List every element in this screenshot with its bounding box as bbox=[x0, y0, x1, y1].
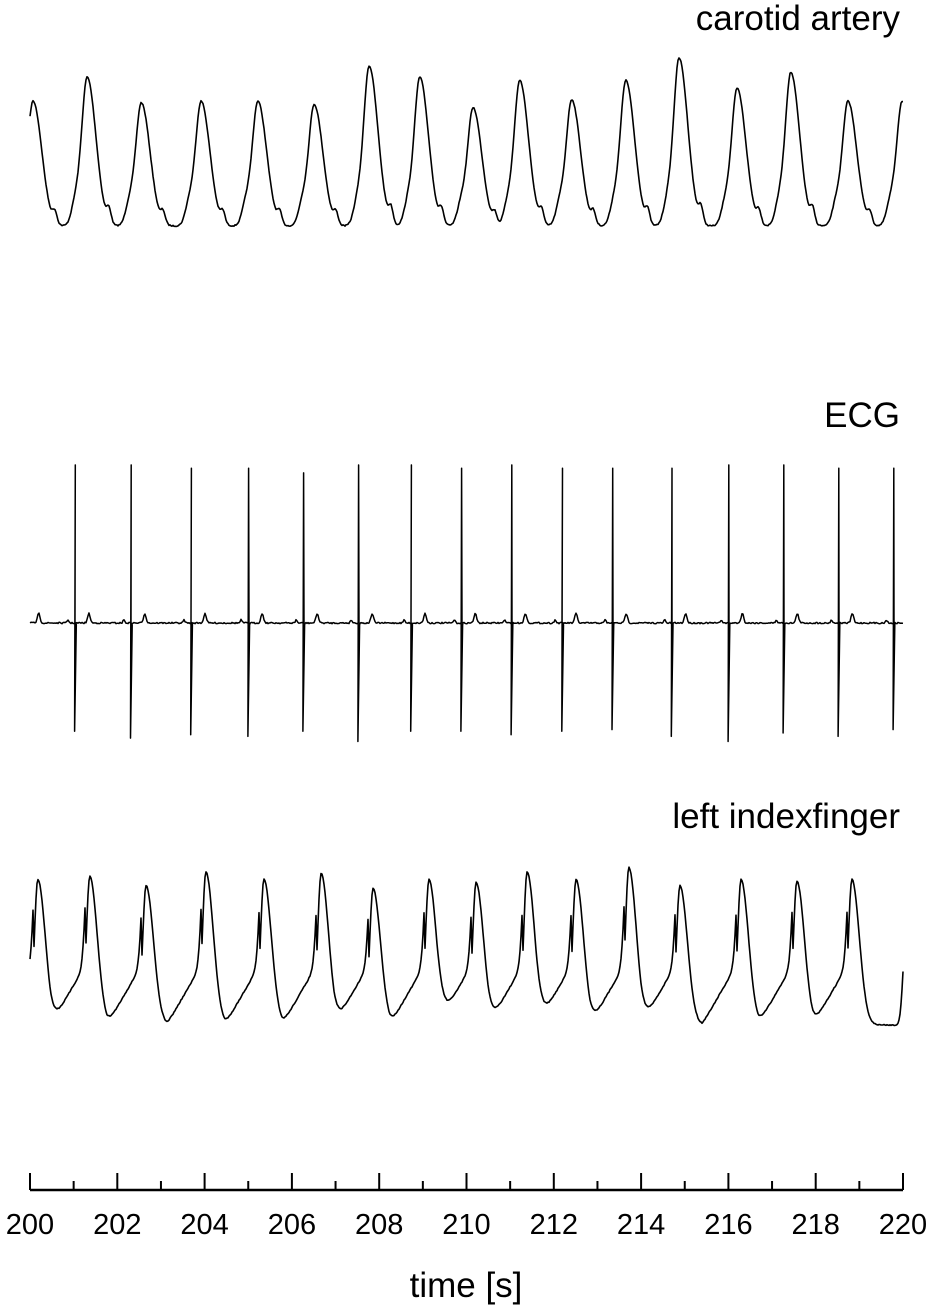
x-tick-label: 212 bbox=[530, 1209, 578, 1241]
x-tick-label: 210 bbox=[442, 1209, 490, 1241]
ecg-trace bbox=[29, 464, 904, 743]
x-tick-label: 206 bbox=[268, 1209, 316, 1241]
x-axis: 200 202 204 206 208 210 212 214 216 218 220 bbox=[6, 1173, 927, 1241]
carotid-artery-trace bbox=[29, 57, 903, 228]
x-tick-label: 216 bbox=[704, 1209, 752, 1241]
x-tick-label: 200 bbox=[6, 1209, 54, 1241]
x-tick-label: 204 bbox=[180, 1209, 228, 1241]
x-axis-title: time [s] bbox=[410, 1266, 523, 1305]
ecg-label: ECG bbox=[824, 396, 900, 435]
left-indexfinger-label: left indexfinger bbox=[672, 797, 900, 836]
x-tick-label: 214 bbox=[617, 1209, 665, 1241]
carotid-artery-label: carotid artery bbox=[695, 0, 900, 38]
x-tick-label: 208 bbox=[355, 1209, 403, 1241]
x-tick-label: 220 bbox=[879, 1209, 927, 1241]
x-tick-label: 202 bbox=[93, 1209, 141, 1241]
left-indexfinger-trace bbox=[29, 866, 904, 1027]
x-tick-label: 218 bbox=[792, 1209, 840, 1241]
